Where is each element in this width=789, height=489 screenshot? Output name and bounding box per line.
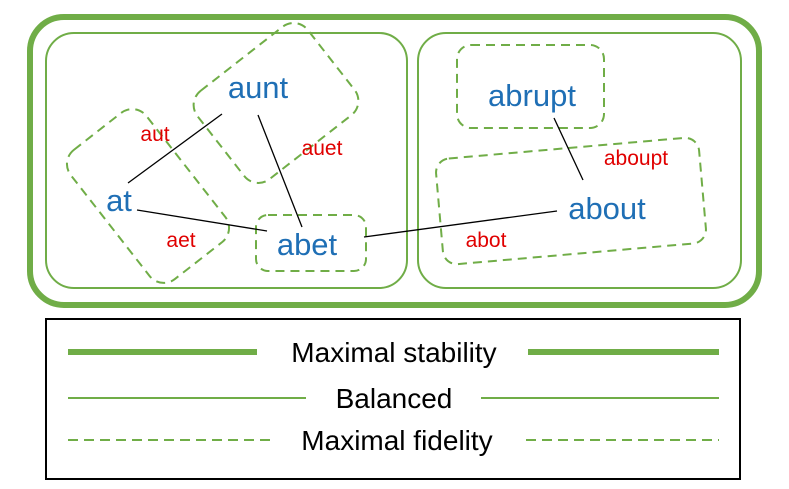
- balanced-cluster-left: [45, 32, 408, 289]
- fidelity-cluster-abrupt: [456, 44, 605, 129]
- word-abet: abet: [277, 227, 338, 262]
- edge-abrupt-about: [553, 117, 584, 181]
- fidelity-cluster-at: [65, 108, 231, 284]
- edge-at-aunt: [127, 113, 223, 184]
- word-at: at: [106, 183, 132, 218]
- legend-label-maximal-stability: Maximal stability: [291, 337, 496, 368]
- maximal-stability-cluster: [27, 14, 762, 308]
- balanced-cluster-right: [417, 32, 742, 289]
- edge-label-abot: abot: [466, 229, 507, 252]
- legend-label-balanced: Balanced: [336, 383, 453, 414]
- word-aunt: aunt: [228, 70, 289, 105]
- edge-at-abet: [136, 209, 268, 232]
- edge-label-aut: aut: [140, 123, 169, 146]
- legend: Maximal stability Balanced Maximal fidel…: [45, 318, 741, 480]
- edge-label-auet: auet: [302, 137, 343, 160]
- legend-label-maximal-fidelity: Maximal fidelity: [301, 425, 492, 456]
- edge-aunt-abet: [257, 114, 303, 228]
- edge-abet-about: [363, 210, 558, 238]
- fidelity-cluster-abet: [255, 214, 367, 272]
- fidelity-cluster-aunt: [192, 22, 360, 184]
- edge-label-aboupt: aboupt: [604, 147, 668, 170]
- word-about: about: [568, 191, 646, 226]
- word-abrupt: abrupt: [488, 78, 576, 113]
- edge-label-aet: aet: [166, 229, 195, 252]
